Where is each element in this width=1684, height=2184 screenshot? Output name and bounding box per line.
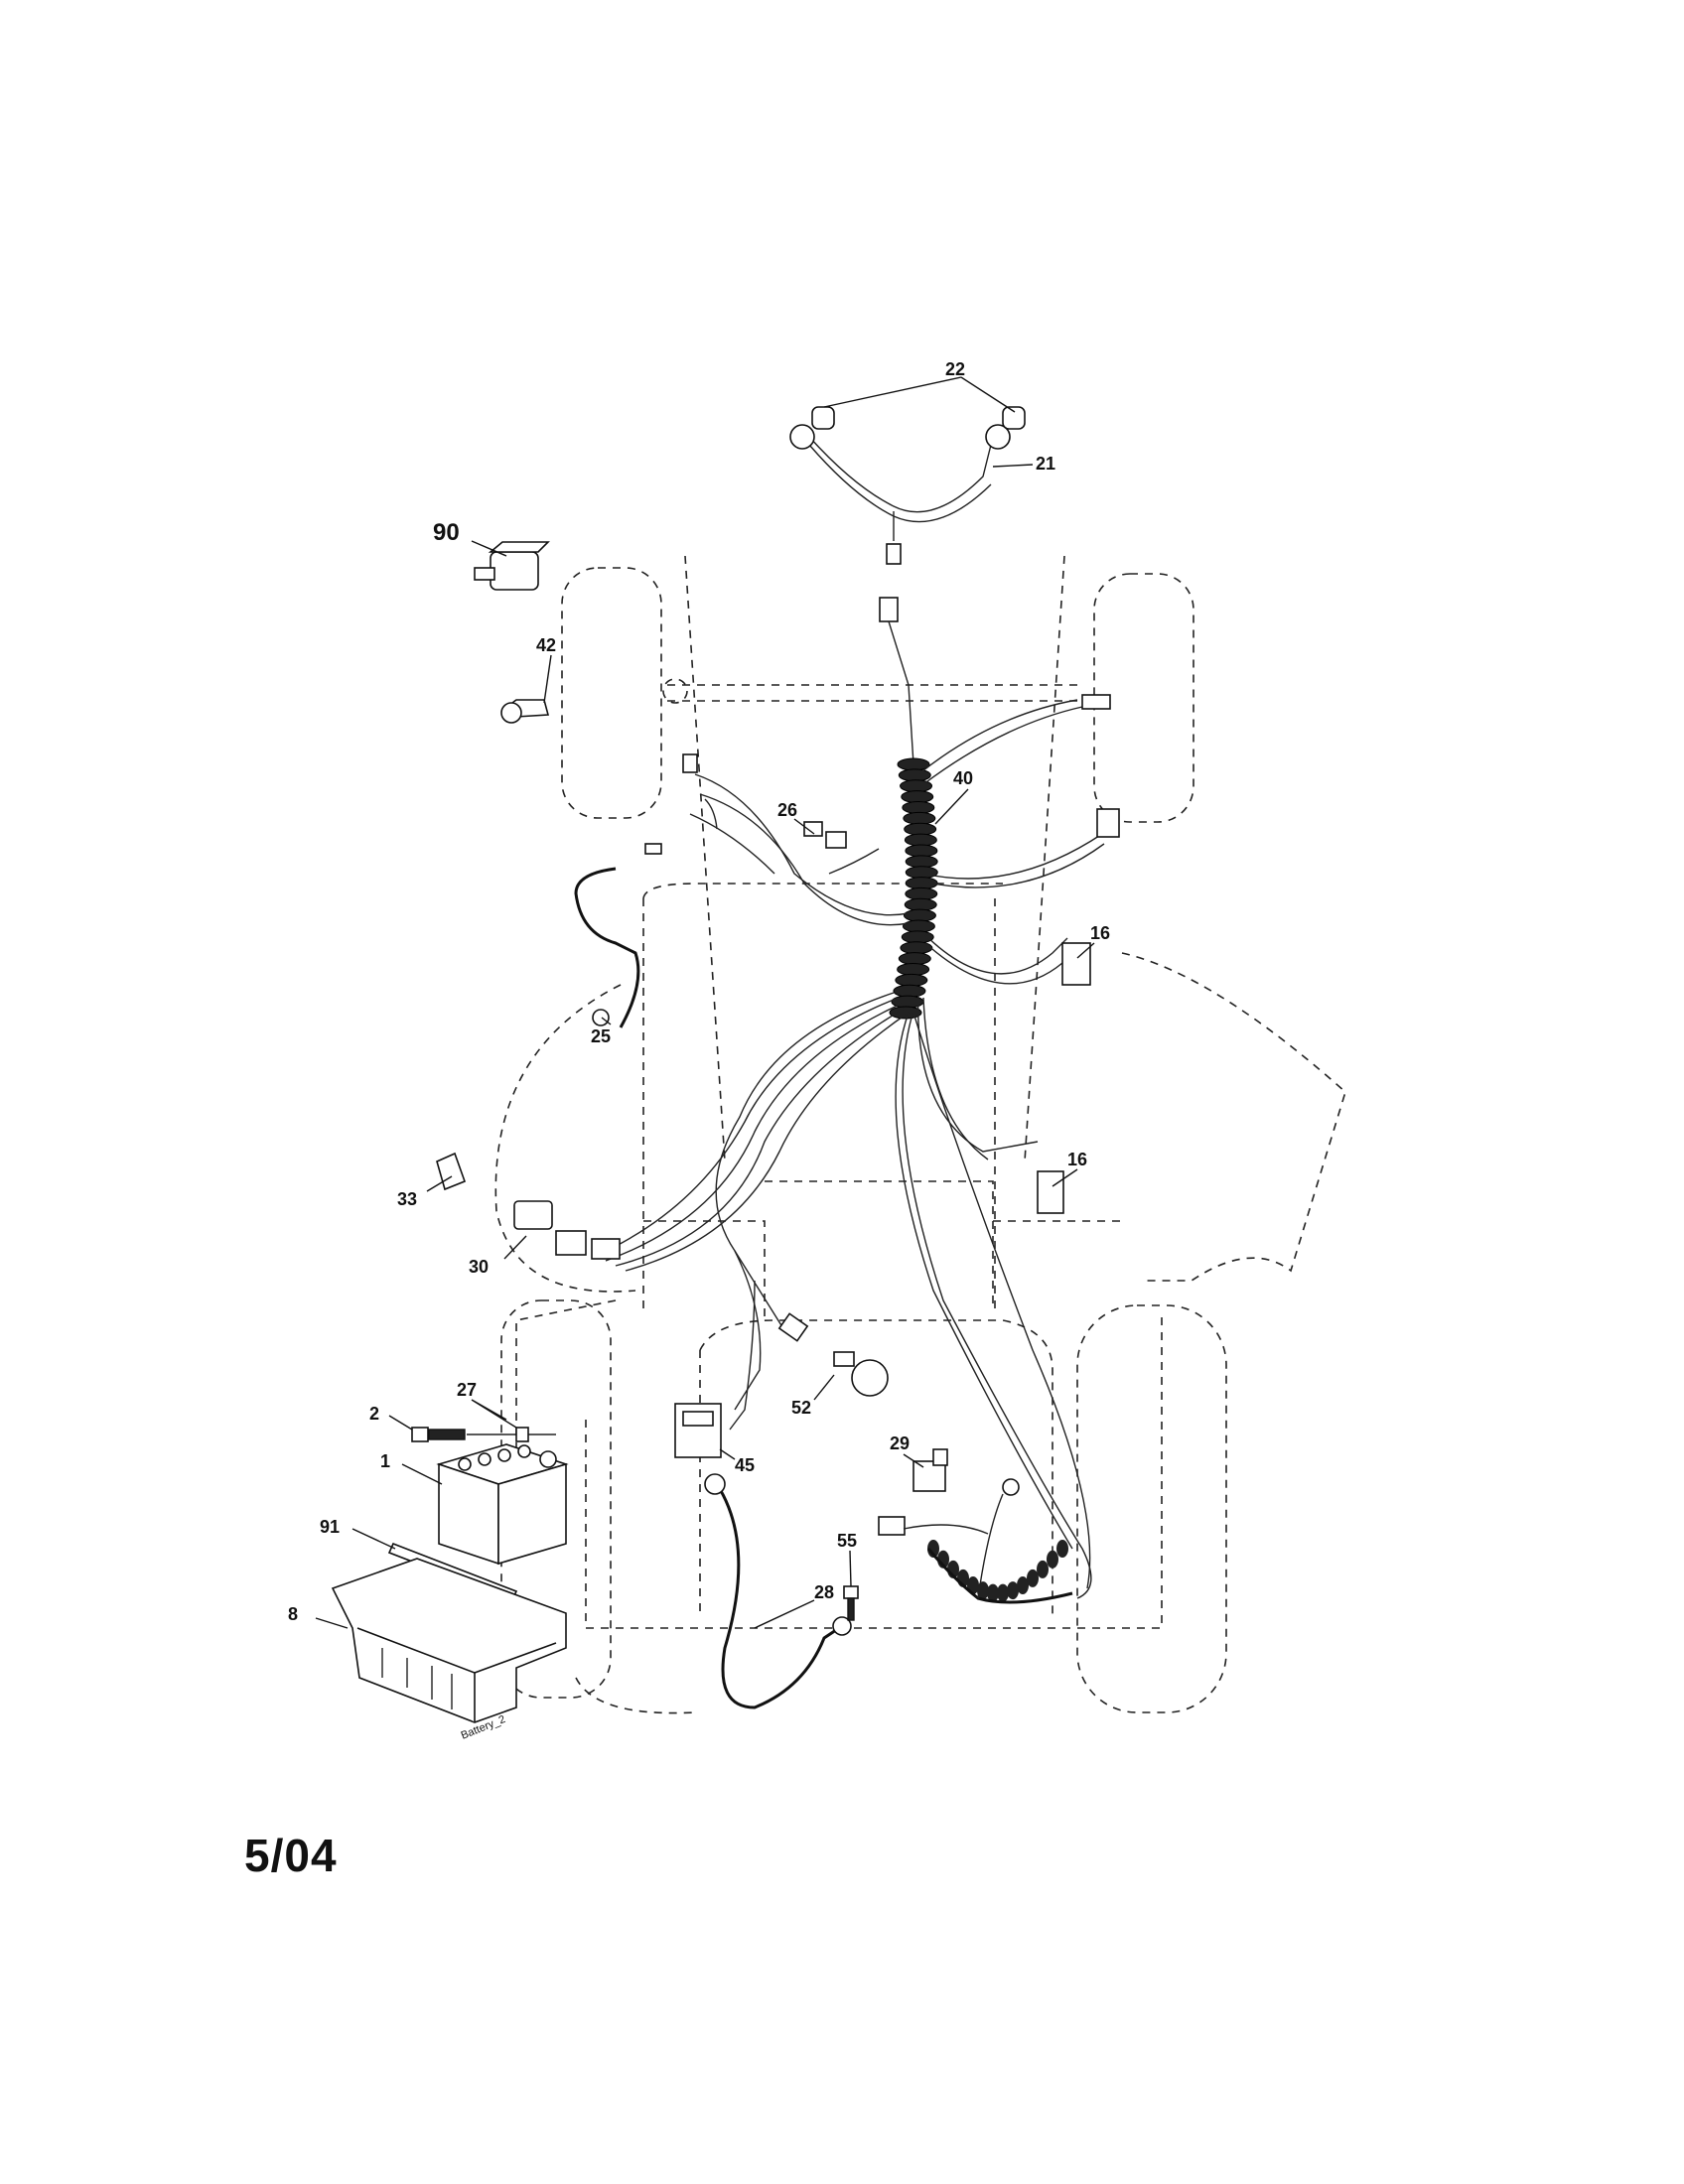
callout-labels: 22 21 90 42 40 26 16 25 16 33 30 27 2 1 … (288, 359, 1110, 1742)
callout-25: 25 (591, 1026, 611, 1046)
callout-26: 26 (777, 800, 797, 820)
coil-ring (902, 800, 935, 814)
callout-40: 40 (953, 768, 973, 788)
part-28-ground-cable (704, 1473, 852, 1709)
part-30-ignition (513, 1200, 621, 1260)
main-harness (595, 597, 1120, 1604)
part-27-nut (515, 1427, 529, 1442)
callout-42: 42 (536, 635, 556, 655)
callout-45: 45 (735, 1455, 755, 1475)
part-90-knob (474, 541, 550, 591)
coil-ring (903, 908, 936, 922)
part-45 (674, 1403, 722, 1458)
callout-55: 55 (837, 1531, 857, 1551)
coil-ring (1047, 1550, 1058, 1569)
part-52 (833, 1351, 889, 1397)
part-8-battery-tray (331, 1558, 567, 1723)
part-25-ground-wire (574, 843, 662, 1028)
coil-ring (1027, 1569, 1039, 1587)
coil-ring (902, 919, 935, 933)
coil-ring (895, 973, 928, 987)
callout-90: 90 (433, 519, 460, 546)
headlight-harness (789, 406, 1026, 565)
revision-date: 5/04 (244, 1830, 338, 1881)
callout-16a: 16 (1090, 923, 1110, 943)
leader-lines (315, 376, 1095, 1629)
coil-ring (987, 1583, 999, 1602)
coil-ring (1056, 1540, 1068, 1558)
callout-52: 52 (791, 1398, 811, 1418)
callout-21: 21 (1036, 454, 1055, 474)
callout-27: 27 (457, 1380, 477, 1400)
callout-1: 1 (380, 1451, 390, 1471)
coil-ring (1017, 1576, 1029, 1595)
callout-22: 22 (945, 359, 965, 379)
coil-ring (898, 768, 931, 782)
coil-ring (897, 757, 930, 771)
coil-ring (905, 855, 938, 869)
coil-ring (905, 844, 938, 858)
coil-ring (900, 941, 933, 955)
coil-ring (904, 833, 937, 847)
coil-ring (889, 1006, 922, 1020)
coil-ring (893, 984, 926, 998)
callout-28: 28 (814, 1582, 834, 1602)
callout-29: 29 (890, 1433, 910, 1453)
callout-8: 8 (288, 1604, 298, 1624)
part-29-switch (912, 1448, 948, 1492)
callout-30: 30 (469, 1257, 489, 1277)
coil-ring (901, 930, 934, 944)
part-33 (436, 1152, 467, 1191)
part-42-key (500, 699, 550, 724)
coil-ring (905, 866, 938, 880)
coil-ring (903, 811, 936, 825)
callout-91: 91 (320, 1517, 340, 1537)
part-2-bolt (411, 1427, 556, 1442)
coil-ring (1037, 1560, 1049, 1578)
coil-ring (904, 822, 937, 836)
coil-ring (997, 1583, 1009, 1602)
tractor-outline (494, 555, 1346, 1714)
callout-33: 33 (397, 1189, 417, 1209)
coil-ring (898, 952, 931, 966)
part-55-bolt (843, 1585, 859, 1621)
callout-16b: 16 (1067, 1150, 1087, 1169)
coil-ring (901, 790, 934, 804)
coil-ring (897, 963, 930, 977)
part-1-battery (436, 1443, 569, 1566)
coil-ring (1007, 1581, 1019, 1600)
coil-ring (904, 897, 937, 911)
harness-conduit-coil (889, 757, 1068, 1602)
callout-2: 2 (369, 1404, 379, 1424)
coil-ring (905, 887, 938, 900)
